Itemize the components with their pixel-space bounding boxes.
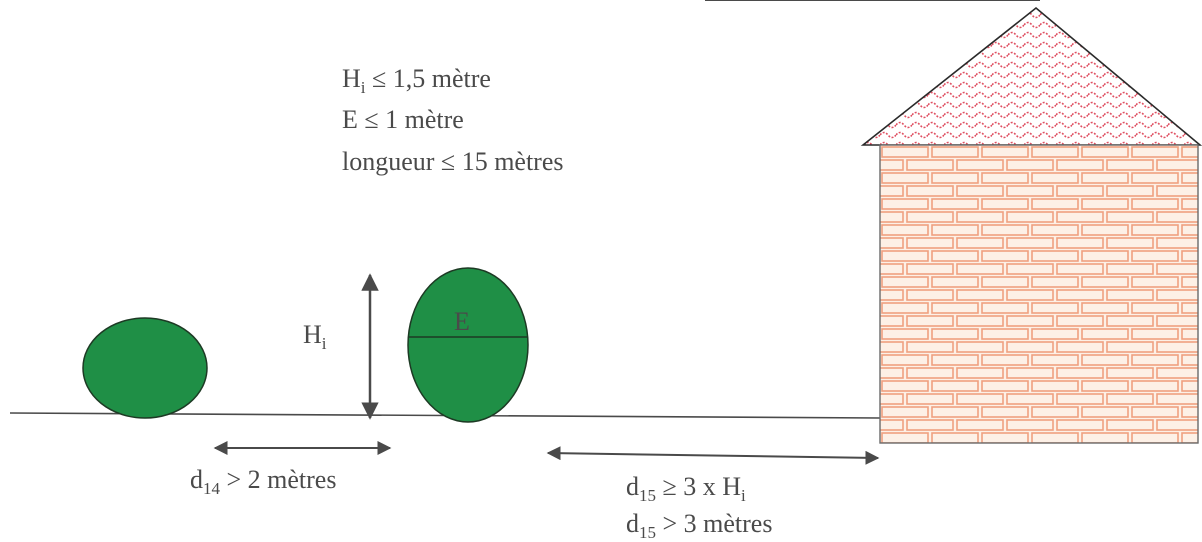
hedge-left <box>82 317 208 419</box>
d15-arrow <box>546 446 880 465</box>
constraint-height: Hi ≤ 1,5 mètre <box>342 64 491 97</box>
d15-label-line1: d15 ≥ 3 x Hi <box>626 472 746 505</box>
constraint-width: E ≤ 1 mètre <box>342 105 464 134</box>
constraint-length: longueur ≤ 15 mètres <box>342 147 564 176</box>
house-roof <box>860 6 1202 146</box>
width-e-label: E <box>454 307 470 336</box>
d14-label: d14 > 2 mètres <box>190 465 336 498</box>
height-label: Hi <box>303 320 327 353</box>
d15-label-line2: d15 > 3 mètres <box>626 509 772 542</box>
house-wall <box>879 144 1199 444</box>
hedge-right <box>407 267 529 423</box>
house <box>705 0 1202 444</box>
